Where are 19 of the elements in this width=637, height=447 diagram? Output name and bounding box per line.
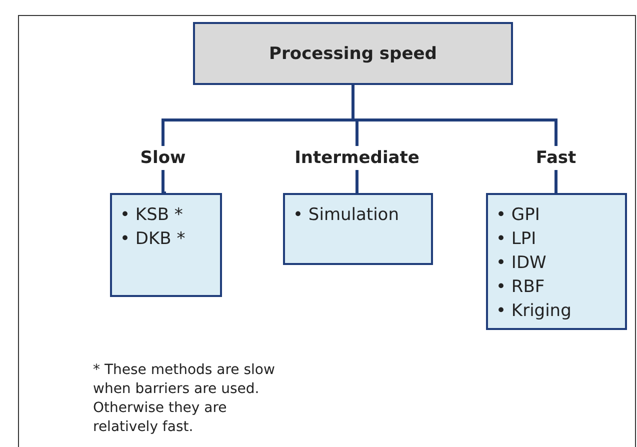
list-item: • LPI bbox=[496, 228, 538, 251]
method-box bbox=[283, 193, 433, 265]
connector-line bbox=[162, 170, 166, 194]
list-item: • IDW bbox=[496, 252, 548, 275]
list-item: • Simulation bbox=[293, 204, 400, 227]
method-box bbox=[486, 193, 627, 330]
list-item: • DKB * bbox=[120, 228, 186, 251]
category-heading: Slow bbox=[118, 146, 208, 170]
list-item: • KSB * bbox=[120, 204, 184, 227]
category-heading: Fast bbox=[511, 146, 601, 170]
list-item: • RBF bbox=[496, 276, 546, 299]
list-item: • GPI bbox=[496, 204, 541, 227]
connector-line bbox=[356, 170, 359, 194]
list-item: • Kriging bbox=[496, 300, 572, 323]
connector-line bbox=[554, 170, 558, 194]
footnote: * These methods are slow when barriers are used. Otherwise they are relatively fast. bbox=[93, 361, 276, 437]
title-box: Processing speed bbox=[193, 22, 513, 85]
method-box bbox=[110, 193, 222, 297]
category-heading: Intermediate bbox=[282, 146, 432, 170]
